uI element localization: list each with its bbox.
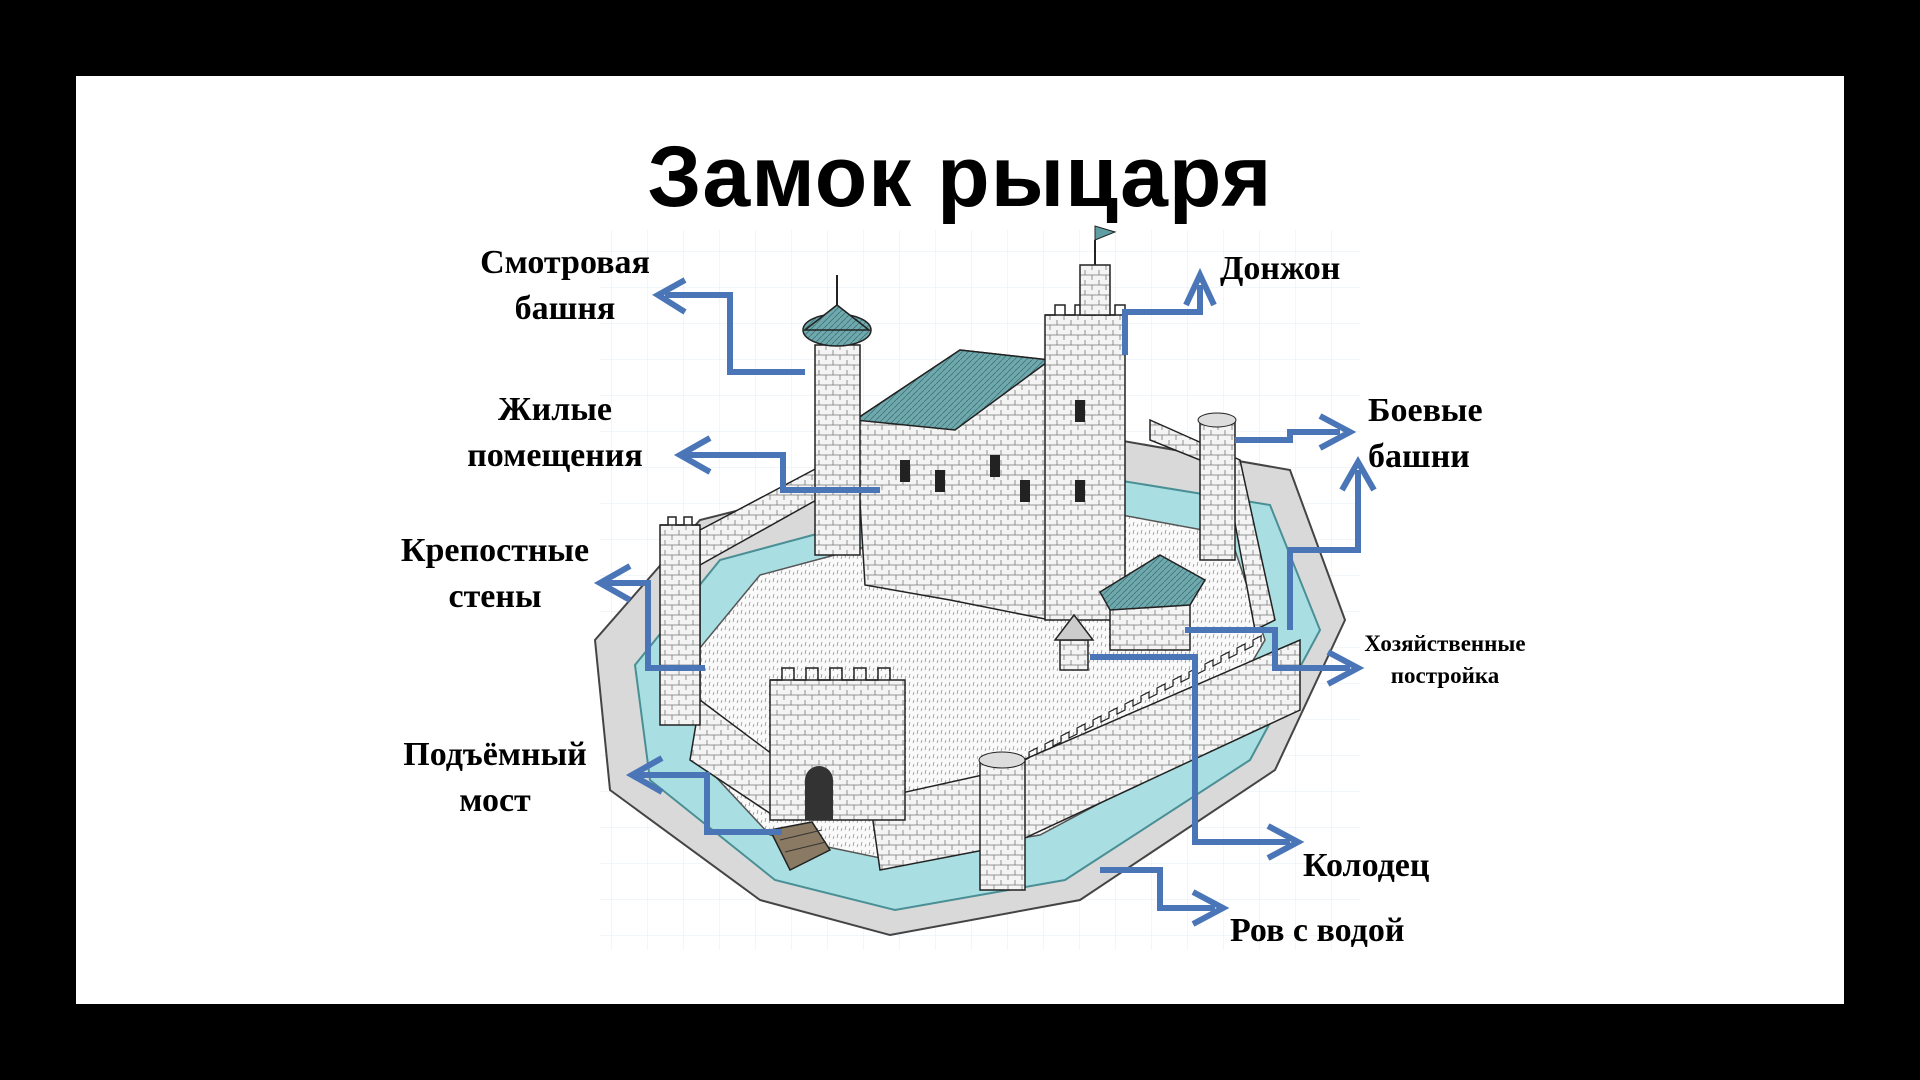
label-outbuilding-line-1: Хозяйственные	[1364, 631, 1526, 656]
arrow-battle-2-head	[1339, 455, 1377, 492]
arrow-donjon-head	[1183, 267, 1217, 307]
label-walls-line-2: стены	[448, 578, 542, 615]
corner-tower-right	[1197, 412, 1237, 561]
corner-tower-bottom	[978, 751, 1026, 891]
arrow-well-head	[1266, 823, 1305, 861]
label-battle-line-2: башни	[1368, 438, 1470, 475]
arrow-moat-head	[1191, 889, 1230, 927]
arrow-outbuilding-head	[1326, 649, 1365, 687]
label-moat-line-1: Ров с водой	[1230, 912, 1405, 949]
drawbridge	[768, 821, 832, 872]
arrow-watchtower-head	[652, 277, 687, 315]
arrow-battle-2	[1287, 470, 1361, 630]
donjon	[1044, 225, 1126, 621]
well-structure	[1053, 613, 1095, 671]
label-watchtower-line-1: Смотровая	[480, 244, 650, 281]
living-quarters	[852, 349, 1052, 621]
arrow-moat	[1100, 867, 1215, 911]
connector-arrows	[593, 267, 1377, 927]
arrow-battle-1	[1235, 429, 1340, 443]
corner-tower-left	[659, 516, 701, 726]
label-living-line-1: Жилые	[498, 391, 612, 428]
gatehouse	[769, 667, 906, 821]
label-watchtower-line-2: башня	[514, 290, 616, 327]
label-battle-line-1: Боевые	[1368, 392, 1483, 429]
arrow-well	[1090, 654, 1290, 845]
outbuilding-building	[1098, 554, 1207, 651]
label-watchtower: Смотровая башня	[455, 240, 675, 332]
arrow-living	[685, 452, 880, 493]
arrow-walls-head	[593, 563, 632, 603]
arrow-watchtower	[665, 292, 805, 375]
arrow-outbuilding	[1185, 627, 1350, 671]
label-bridge-line-1: Подъёмный	[403, 736, 587, 773]
label-donjon-line-1: Донжон	[1220, 250, 1341, 287]
label-moat: Ров с водой	[1230, 908, 1404, 954]
label-living-quarters: Жилые помещения	[440, 387, 670, 479]
arrow-walls	[605, 580, 705, 671]
arrow-bridge	[635, 772, 782, 835]
label-well-line-1: Колодец	[1303, 847, 1430, 884]
label-outbuilding: Хозяйственные постройка	[1345, 628, 1545, 692]
label-bridge-line-2: мост	[459, 782, 531, 819]
page-title: Замок рыцаря	[647, 129, 1273, 225]
label-walls-line-1: Крепостные	[400, 532, 590, 569]
arrow-living-head	[673, 435, 712, 475]
label-battle-towers: Боевые башни	[1368, 388, 1483, 480]
watchtower	[802, 275, 872, 556]
label-living-line-2: помещения	[467, 437, 643, 474]
label-outbuilding-line-2: постройка	[1390, 663, 1500, 688]
label-well: Колодец	[1303, 843, 1430, 889]
label-donjon: Донжон	[1220, 246, 1340, 292]
arrow-bridge-head	[625, 755, 664, 795]
label-drawbridge: Подъёмный мост	[375, 732, 615, 824]
arrow-donjon	[1122, 285, 1203, 355]
arrow-battle-1-head	[1318, 413, 1357, 451]
label-fortress-walls: Крепостные стены	[375, 528, 615, 620]
